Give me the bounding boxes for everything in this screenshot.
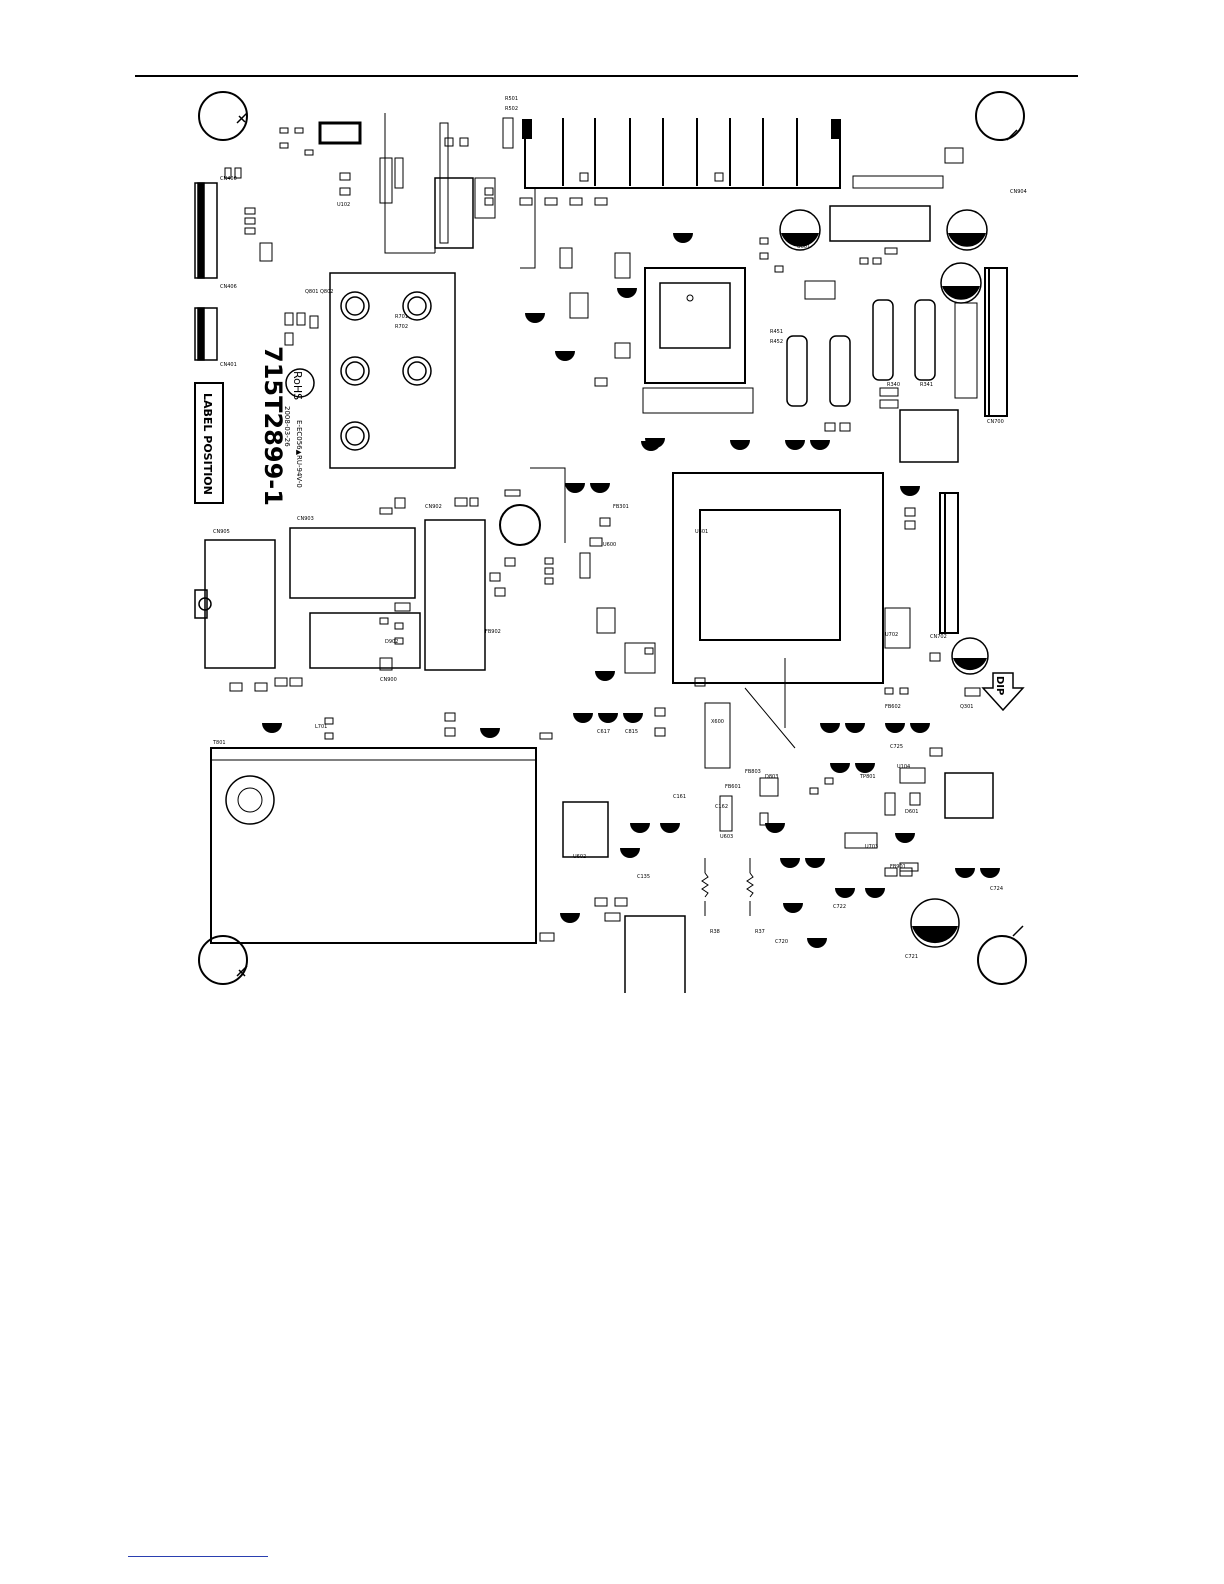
- designator: C721: [905, 954, 918, 960]
- designator: U703: [865, 844, 878, 850]
- designator: X600: [711, 719, 724, 725]
- designator: U600: [603, 542, 616, 548]
- designator: CN700: [987, 419, 1004, 425]
- designator: R37: [755, 929, 765, 935]
- left-connector-cn401: [194, 307, 218, 361]
- designator: C725: [890, 744, 903, 750]
- designator: CN702: [930, 634, 947, 640]
- designator: C722: [833, 904, 846, 910]
- board-part-number: 715T2899-1: [259, 346, 287, 506]
- header-rule: [135, 75, 1078, 77]
- date-code: 2008-03-26: [283, 406, 291, 447]
- designator: U301: [695, 529, 708, 535]
- right-connector-cn700: [984, 267, 1008, 417]
- designator: FB602: [885, 704, 901, 710]
- designator: CN900: [380, 677, 397, 683]
- tuner-module: [194, 504, 541, 671]
- designator: FB301: [613, 504, 629, 510]
- designator: R340: [887, 382, 900, 388]
- mounting-hole-top-right: [975, 91, 1025, 141]
- designator: U602: [573, 854, 586, 860]
- designator: U104: [897, 764, 910, 770]
- designator: U702: [885, 632, 898, 638]
- rca-jack-block: [329, 272, 456, 469]
- designator: R701: [395, 314, 408, 320]
- designator: C720: [775, 939, 788, 945]
- scaler-ic: [672, 472, 884, 684]
- pcb-board-diagram: 715T2899-1 RoHS 2008-03-26 E-EC056▲RU-94…: [194, 91, 1027, 993]
- designator: R451: [770, 329, 783, 335]
- designator: C815: [625, 729, 638, 735]
- designator: C135: [637, 874, 650, 880]
- designator: D601: [905, 809, 918, 815]
- designator: C161: [673, 794, 686, 800]
- electrolytic-capacitors: [262, 209, 1000, 948]
- mounting-hole-top-left: [198, 91, 248, 141]
- certification-code: E-EC056▲RU-94V-0: [295, 420, 303, 488]
- designator: U401: [675, 234, 688, 240]
- designator: Q802: [320, 289, 333, 295]
- main-soc-ic: [642, 267, 754, 414]
- designator: CN400: [220, 176, 237, 182]
- rohs-mark: RoHS: [291, 371, 304, 400]
- designator: R38: [710, 929, 720, 935]
- designator: R501: [505, 96, 518, 102]
- designator: C617: [597, 729, 610, 735]
- designator: R702: [395, 324, 408, 330]
- designator: C724: [990, 886, 1003, 892]
- designator: CN905: [213, 529, 230, 535]
- designator: D803: [765, 774, 778, 780]
- designator: CN904: [1010, 189, 1027, 195]
- mounting-hole-bottom-right: [977, 935, 1027, 985]
- top-heatsink-connector: [522, 118, 841, 189]
- board-markings: 715T2899-1 RoHS 2008-03-26 E-EC056▲RU-94…: [194, 346, 315, 506]
- label-position-text: LABEL POSITION: [201, 393, 214, 495]
- dip-arrow-marker: DIP: [981, 672, 1025, 712]
- small-pads: [224, 117, 981, 942]
- label-position-box: [194, 382, 224, 504]
- lvds-connector: [939, 492, 959, 634]
- designator: U603: [720, 834, 733, 840]
- designator: TP801: [859, 774, 876, 780]
- mounting-hole-bottom-left: [198, 935, 248, 985]
- designator: U601: [797, 244, 810, 250]
- designator: FB902: [485, 629, 501, 635]
- designator: CN902: [425, 504, 442, 510]
- designator: CN406: [220, 284, 237, 290]
- designator: C162: [715, 804, 728, 810]
- designator: FB803: [745, 769, 761, 775]
- trace-lines: [384, 113, 796, 749]
- designator: Q301: [960, 704, 973, 710]
- designator: CN401: [220, 362, 237, 368]
- left-connector-cn400: [194, 182, 218, 279]
- large-tuner-can: [210, 747, 537, 944]
- designator: R341: [920, 382, 933, 388]
- footer-rule: [128, 1556, 268, 1557]
- designator: R502: [505, 106, 518, 112]
- component-designators: CN900 CN902 CN903 CN905 CN904 CN406 CN40…: [212, 96, 1027, 960]
- dip-label: DIP: [994, 676, 1005, 695]
- designator: Q801: [305, 289, 318, 295]
- designator: L701: [315, 724, 327, 730]
- designator: T801: [212, 740, 226, 746]
- designator: D902: [385, 639, 398, 645]
- designator: FB601: [725, 784, 741, 790]
- designator: FB901: [890, 864, 906, 870]
- designator: CN903: [297, 516, 314, 522]
- designator: R452: [770, 339, 783, 345]
- designator: U102: [337, 202, 350, 208]
- resistor-symbols: [701, 858, 754, 916]
